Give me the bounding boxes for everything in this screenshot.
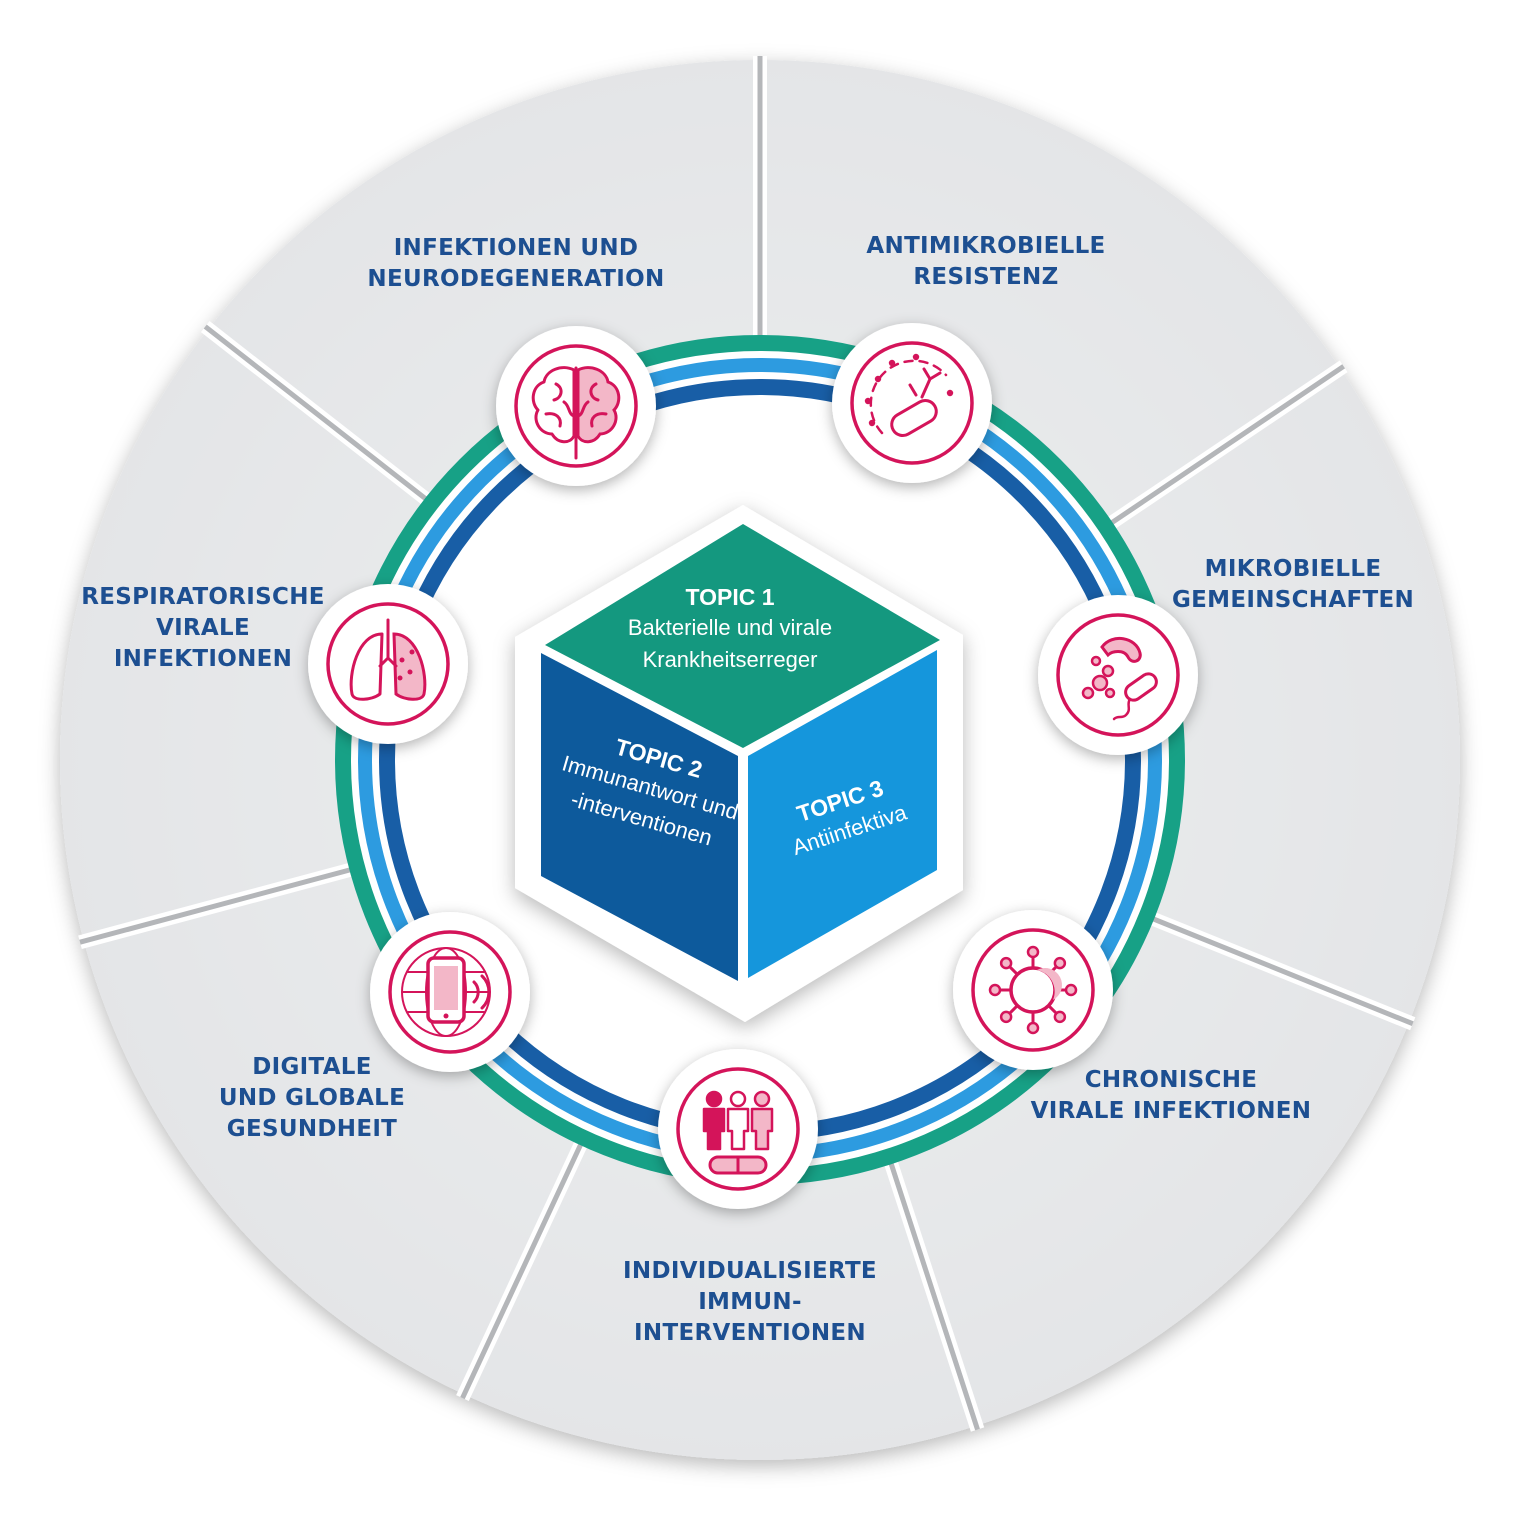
icon-ring bbox=[326, 602, 450, 726]
microbes-icon bbox=[1038, 595, 1198, 755]
segment-label-respiratory: RESPIRATORISCHE VIRALE INFEKTIONEN bbox=[81, 584, 325, 672]
particle-dot bbox=[864, 397, 872, 405]
virus-spike-tip bbox=[999, 1010, 1013, 1024]
infection-dot bbox=[397, 675, 403, 681]
particle-dot bbox=[868, 419, 876, 427]
lung-right bbox=[392, 632, 427, 701]
phone-button bbox=[443, 1013, 449, 1019]
segment-label-neuro: INFEKTIONEN UND NEURODEGENERATION bbox=[367, 235, 665, 292]
particle-dot bbox=[946, 389, 954, 397]
person-body bbox=[702, 1107, 726, 1151]
microbe-coccus bbox=[1101, 664, 1115, 678]
particle-dot bbox=[912, 353, 920, 361]
icon-badge bbox=[1038, 595, 1198, 755]
infection-dot bbox=[409, 649, 415, 655]
virus-spike-tip bbox=[988, 983, 1002, 997]
bacterium-icon bbox=[832, 323, 992, 483]
resistance-arc bbox=[869, 359, 948, 435]
virus-spike-tip bbox=[1026, 1021, 1040, 1035]
segment-label-amr: ANTIMIKROBIELLE RESISTENZ bbox=[866, 233, 1106, 290]
microbe-coccus bbox=[1091, 674, 1109, 692]
people-pill-icon bbox=[658, 1049, 818, 1209]
brain-icon bbox=[496, 326, 656, 486]
microbe-rod bbox=[1124, 672, 1158, 702]
icon-ring bbox=[388, 930, 512, 1054]
cube-face-topic-1 bbox=[545, 524, 940, 748]
phone-screen bbox=[434, 966, 458, 1010]
cube bbox=[515, 505, 963, 1022]
icon-ring bbox=[514, 344, 638, 468]
segment-label-microbial: MIKROBIELLE GEMEINSCHAFTEN bbox=[1171, 556, 1415, 613]
particle-dot bbox=[888, 359, 896, 367]
microbe-flagellum bbox=[1112, 697, 1132, 721]
signal-waves bbox=[472, 974, 491, 1010]
virus-spike-tip bbox=[1064, 983, 1078, 997]
brain-right-half bbox=[576, 366, 621, 444]
icon-ring bbox=[971, 928, 1095, 1052]
bacterium-body bbox=[890, 399, 938, 437]
topic-1-label: TOPIC 1 Bakterielle und virale Krankheit… bbox=[627, 584, 833, 672]
microbe-coccus bbox=[1081, 686, 1095, 700]
particle-dot bbox=[874, 375, 882, 383]
microbe-curved bbox=[1100, 637, 1142, 663]
icon-badge bbox=[308, 584, 468, 744]
lungs-icon bbox=[308, 584, 468, 744]
lung-left bbox=[349, 632, 384, 701]
person-body bbox=[726, 1107, 750, 1151]
cube-face-topic-3 bbox=[748, 650, 937, 978]
icon-ring bbox=[1056, 613, 1180, 737]
segment-label-individual: INDIVIDUALISIERTE IMMUN- INTERVENTIONEN bbox=[623, 1258, 877, 1346]
microbe-coccus bbox=[1090, 655, 1102, 667]
virus-icon bbox=[953, 910, 1113, 1070]
infection-dot bbox=[399, 657, 405, 663]
virus-spike-tip bbox=[999, 956, 1013, 970]
icon-badge bbox=[832, 323, 992, 483]
person-head bbox=[729, 1090, 747, 1108]
segment-label-digital: DIGITALE UND GLOBALE GESUNDHEIT bbox=[218, 1054, 406, 1142]
virus-spike-tip bbox=[1026, 945, 1040, 959]
segment-label-chronic: CHRONISCHE VIRALE INFEKTIONEN bbox=[1030, 1067, 1312, 1124]
icons-layer bbox=[308, 323, 1198, 1209]
virus-spike-tip bbox=[1053, 1010, 1067, 1024]
microbe-coccus bbox=[1104, 687, 1116, 699]
infection-dot bbox=[407, 669, 413, 675]
icon-ring bbox=[850, 341, 974, 465]
person-head bbox=[705, 1090, 723, 1108]
brain-left-half bbox=[531, 366, 576, 444]
virus-spike-tip bbox=[1053, 956, 1067, 970]
icon-ring bbox=[676, 1067, 800, 1191]
person-head bbox=[753, 1090, 771, 1108]
globe-phone-icon bbox=[370, 912, 530, 1072]
person-body bbox=[750, 1107, 774, 1151]
cube-face-topic-2 bbox=[541, 653, 738, 981]
trachea bbox=[378, 618, 398, 668]
